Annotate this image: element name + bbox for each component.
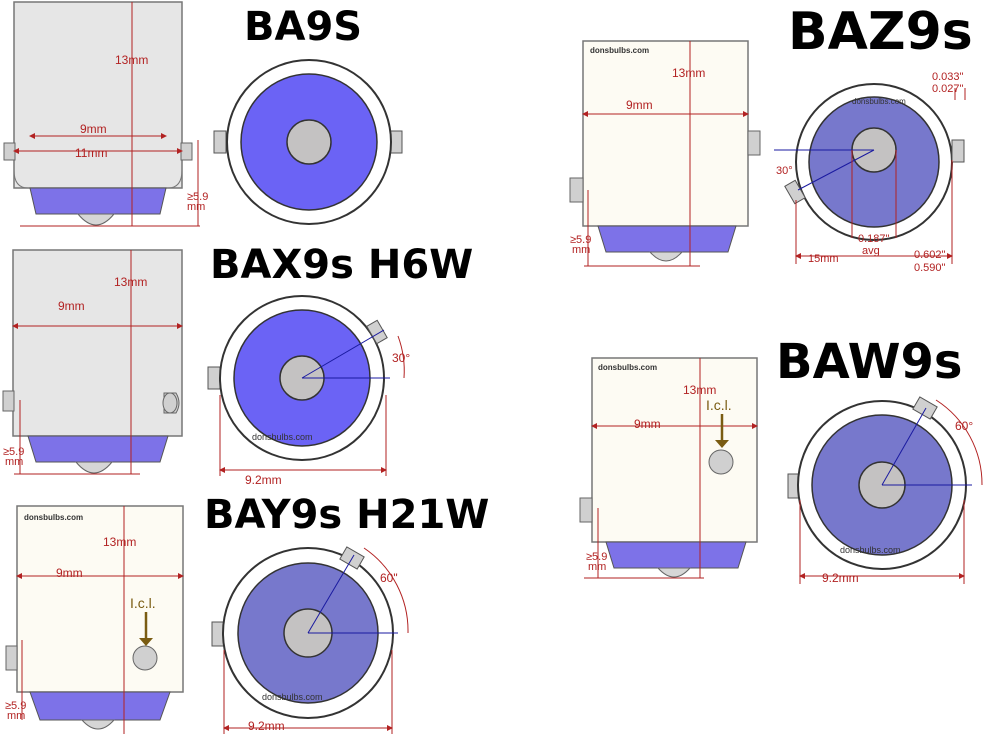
baw9s-angle-label: 60° [955, 419, 973, 433]
title-baw9s: BAW9s [776, 334, 963, 390]
baw9s-watermark: donsbulbs.com [840, 545, 901, 555]
bay9s-width-label: 9mm [56, 566, 83, 580]
bax9s-pin-height-label: ≥5.9 [3, 446, 24, 458]
baw9s-width-label: 9mm [634, 417, 661, 431]
ba9s-side-view: 13mm 9mm 11mm ≥5.9 mm [3, 1, 208, 227]
baw9s-top-view: donsbulbs.com 60° 9.2mm [787, 396, 983, 585]
baz9s-offset-a: 0.187" [858, 233, 890, 245]
bay9s-watermark: donsbulbs.com [262, 692, 323, 702]
title-bax9s: BAX9s H6W [210, 242, 474, 288]
baz9s-pin-height-label: ≥5.9 [570, 234, 591, 246]
baz9s-diameter-b: 0.590" [914, 262, 946, 274]
bax9s-watermark: donsbulbs.com [252, 432, 313, 442]
baz9s-watermark: donsbulbs.com [852, 97, 906, 106]
title-ba9s: BA9S [244, 4, 363, 50]
bay9s-angle-label: 60" [380, 571, 398, 585]
bay9s-diameter-label: 9.2mm [248, 719, 285, 733]
bax9s-top-view: donsbulbs.com 30° 9.2mm [207, 295, 410, 487]
baz9s-angle-label: 30° [776, 165, 793, 177]
ba9s-top-view [213, 59, 403, 225]
baw9s-height-label: 13mm [683, 383, 716, 397]
ba9s-pin-height-label: ≥5.9 [187, 191, 208, 203]
baw9s-diameter-label: 9.2mm [822, 571, 859, 585]
title-baz9s: BAZ9s [788, 2, 973, 62]
ba9s-collar-label: 11mm [75, 146, 107, 160]
baz9s-offset-b: avg [862, 245, 880, 257]
baz9s-span-label: 15mm [808, 253, 839, 265]
bax9s-side-view: 13mm 9mm ≥5.9 mm [2, 249, 183, 475]
baz9s-tolerance-b: 0.027" [932, 83, 964, 95]
bax9s-diameter-label: 9.2mm [245, 473, 282, 487]
baz9s-height-label: 13mm [672, 66, 705, 80]
bay9s-icl-label: I.c.l. [130, 595, 156, 611]
baz9s-side-view: donsbulbs.com 13mm 9mm ≥5.9 mm [569, 40, 761, 267]
baz9s-width-label: 9mm [626, 98, 653, 112]
bax9s-angle-label: 30° [392, 351, 410, 365]
baw9s-icl-label: I.c.l. [706, 397, 732, 413]
baz9s-diameter-a: 0.602" [914, 249, 946, 261]
title-bay9s: BAY9s H21W [204, 492, 490, 538]
bay9s-side-view: donsbulbs.com 13mm 9mm I.c.l. ≥5.9 mm [5, 505, 184, 734]
bay9s-pin-height-unit: mm [7, 710, 25, 722]
bax9s-width-label: 9mm [58, 299, 85, 313]
ba9s-height-label: 13mm [115, 53, 148, 67]
bay9s-top-view: donsbulbs.com 60" 9.2mm [211, 546, 409, 734]
bay9s-height-label: 13mm [103, 535, 136, 549]
bax9s-height-label: 13mm [114, 275, 147, 289]
bax9s-pin-height-unit: mm [5, 456, 23, 468]
baw9s-side-view: donsbulbs.com 13mm 9mm I.c.l. ≥5.9 mm [579, 357, 758, 579]
ba9s-width-label: 9mm [80, 122, 107, 136]
baz9s-top-view: donsbulbs.com 30° 0.033" 0.027" 0.187" a… [774, 71, 966, 274]
baw9s-pin-height-label: ≥5.9 [586, 551, 607, 563]
baz9s-pin-height-unit: mm [572, 244, 590, 256]
baz9s-side-watermark: donsbulbs.com [590, 46, 649, 55]
baz9s-tolerance-a: 0.033" [932, 71, 964, 83]
baw9s-side-watermark: donsbulbs.com [598, 363, 657, 372]
baw9s-pin-height-unit: mm [588, 561, 606, 573]
bay9s-pin-height-label: ≥5.9 [5, 700, 26, 712]
bay9s-side-watermark: donsbulbs.com [24, 513, 83, 522]
ba9s-pin-height-unit: mm [187, 201, 205, 213]
